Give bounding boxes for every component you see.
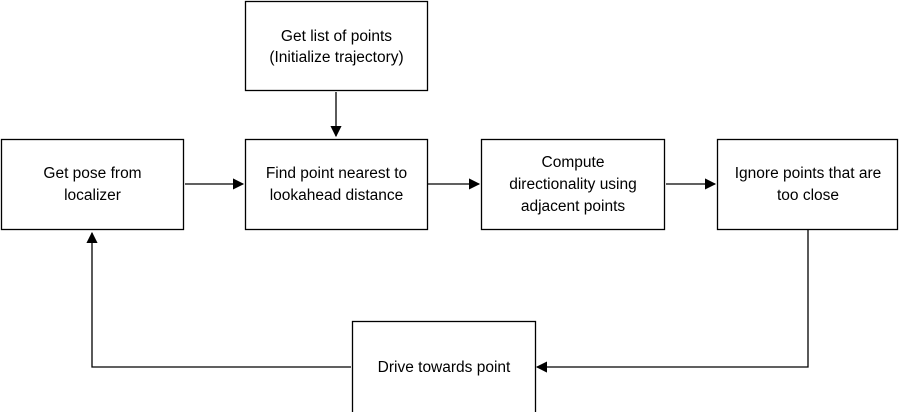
node-get-pose-box (0, 138, 185, 231)
node-compute-dir-line-2: directionality using (509, 176, 637, 193)
node-get-points-line-2: (Initialize trajectory) (269, 49, 403, 66)
node-get-points-line-1: Get list of points (281, 28, 392, 45)
node-get-points: Get list of points (Initialize trajector… (244, 0, 429, 92)
edge-ignore-points-to-drive (537, 230, 809, 367)
node-find-point-line-2: lookahead distance (270, 187, 404, 204)
node-ignore-points-box (716, 138, 899, 231)
node-ignore-points-line-2: too close (777, 187, 839, 204)
edges-layer (92, 92, 809, 368)
node-ignore-points-line-1: Ignore points that are (735, 165, 882, 182)
node-find-point: Find point nearest to lookahead distance (244, 138, 429, 231)
edge-drive-to-get-pose (92, 233, 351, 368)
node-drive-line-1: Drive towards point (378, 359, 511, 376)
node-ignore-points: Ignore points that are too close (716, 138, 899, 231)
node-drive: Drive towards point (351, 320, 537, 412)
node-drive-box (351, 320, 537, 412)
node-get-pose-line-1: Get pose from (43, 165, 141, 182)
node-find-point-line-1: Find point nearest to (266, 165, 407, 182)
node-get-pose: Get pose from localizer (0, 138, 185, 231)
node-compute-dir-box (480, 138, 666, 231)
node-compute-dir-line-3: adjacent points (521, 198, 626, 215)
node-compute-dir-line-1: Compute (542, 154, 605, 171)
node-compute-dir: Compute directionality using adjacent po… (480, 138, 666, 231)
node-find-point-box (244, 138, 429, 231)
node-get-points-box (244, 0, 429, 92)
node-get-pose-line-2: localizer (64, 187, 121, 204)
